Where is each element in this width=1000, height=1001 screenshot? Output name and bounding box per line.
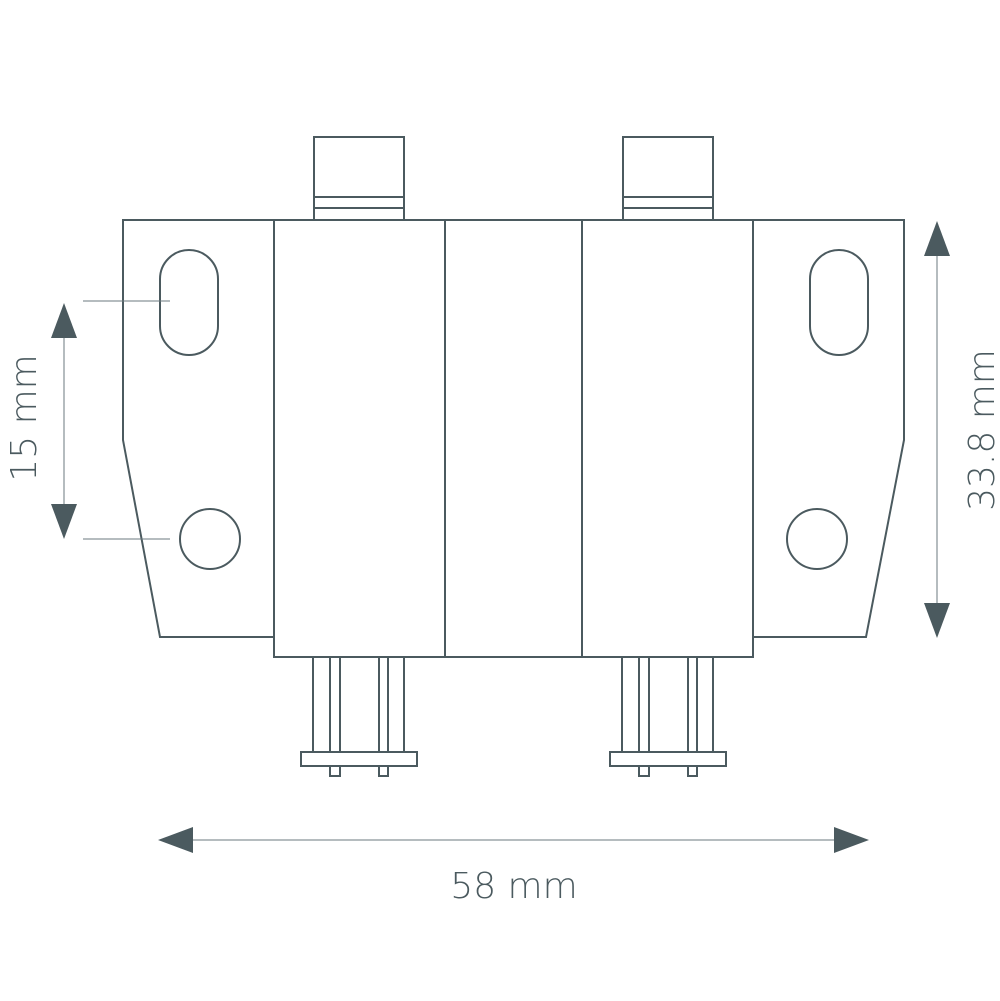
arrow-up-icon [51, 303, 77, 338]
width-dimension: 58 mm [158, 827, 869, 907]
arrow-down-icon [51, 504, 77, 539]
width-label: 58 mm [450, 866, 577, 907]
top-tab-right [622, 136, 714, 221]
height-label: 33.8 mm [962, 349, 1000, 511]
slot-hole-right [809, 249, 869, 356]
main-body [273, 219, 754, 658]
left-bracket [122, 219, 274, 638]
arrow-up-icon [924, 221, 950, 256]
slot-hole-left [159, 249, 219, 356]
hole-spacing-label: 15 mm [4, 354, 45, 481]
right-bracket [753, 219, 905, 638]
arrow-left-icon [158, 827, 193, 853]
arrow-down-icon [924, 603, 950, 638]
bottom-connector-left [300, 657, 418, 777]
hole-spacing-dimension: 15 mm [4, 300, 170, 540]
bottom-connector-right [609, 657, 727, 777]
top-tab-left [313, 136, 405, 221]
height-dimension: 33.8 mm [924, 221, 1000, 638]
arrow-right-icon [834, 827, 869, 853]
round-hole-left [179, 508, 241, 570]
round-hole-right [786, 508, 848, 570]
